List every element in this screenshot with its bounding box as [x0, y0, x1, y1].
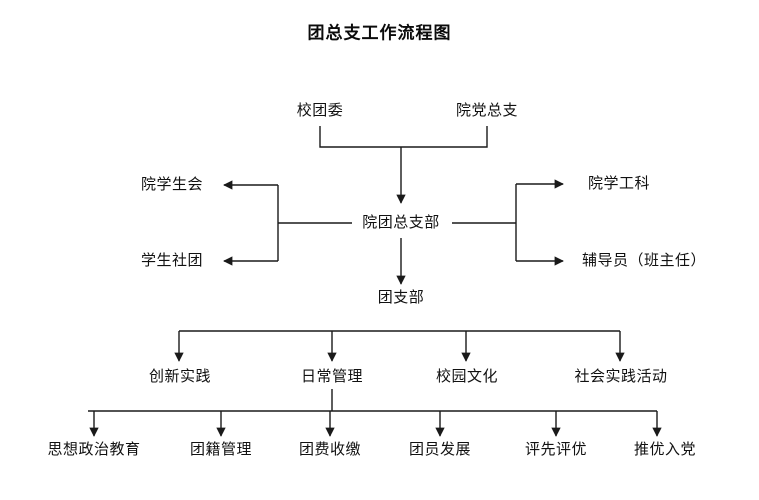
- node-chuangxinshijian[interactable]: 创新实践: [148, 367, 212, 385]
- edge-top-merge-bar: [319, 126, 488, 148]
- node-tuanfeishoujiao[interactable]: 团费收缴: [298, 440, 362, 458]
- node-yuandangzongzhi[interactable]: 院党总支: [455, 101, 519, 119]
- node-yuanxuegongke[interactable]: 院学工科: [587, 174, 651, 192]
- node-tuanjiguanli[interactable]: 团籍管理: [189, 440, 253, 458]
- node-xiaoyuanwenhua[interactable]: 校园文化: [435, 367, 499, 385]
- node-yuantuanzongzhibu[interactable]: 院团总支部: [362, 213, 440, 231]
- node-tuiyouruidang[interactable]: 推优入党: [633, 440, 697, 458]
- node-shehuishijianhuodong[interactable]: 社会实践活动: [574, 367, 668, 385]
- node-richangguanli[interactable]: 日常管理: [300, 367, 364, 385]
- node-sixiangzhengzhijiaoyu[interactable]: 思想政治教育: [47, 440, 141, 458]
- node-yuanxueshenghui[interactable]: 院学生会: [140, 175, 204, 193]
- node-tuanzhibu[interactable]: 团支部: [377, 288, 425, 306]
- node-tuanyuanfazhan[interactable]: 团员发展: [408, 440, 472, 458]
- node-fudaoyuan-banzhuren[interactable]: 辅导员（班主任）: [581, 251, 707, 269]
- node-xiaotuanwei[interactable]: 校团委: [296, 101, 344, 119]
- page-title: 团总支工作流程图: [307, 23, 452, 43]
- node-pingxianpingyou[interactable]: 评先评优: [524, 440, 588, 458]
- node-xueshengshetuan[interactable]: 学生社团: [140, 251, 204, 269]
